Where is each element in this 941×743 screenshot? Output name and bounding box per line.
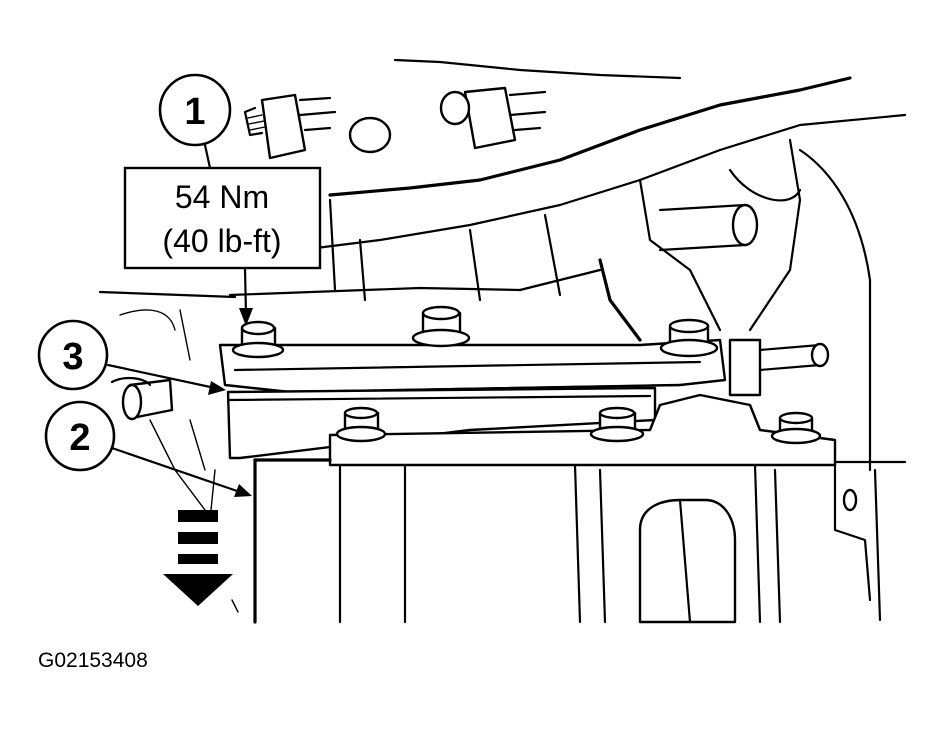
- case-bolt-far-right: [770, 411, 822, 445]
- callout-1: 1: [158, 73, 232, 147]
- figure-id: G02153408: [38, 649, 148, 672]
- torque-spec-box: 54 Nm (40 lb-ft): [123, 166, 322, 270]
- bolt-center: [411, 305, 471, 348]
- leader-lines: [106, 143, 253, 497]
- callout-1-label: 1: [184, 91, 205, 133]
- bracket-bolts: [231, 305, 719, 359]
- torque-spec-imperial: (40 lb-ft): [162, 223, 281, 259]
- callout-3: 3: [37, 319, 109, 391]
- case-bolt-left: [335, 406, 387, 443]
- bolt-right: [659, 318, 719, 358]
- case-bolt-right: [589, 406, 645, 443]
- tube-fitting: [658, 203, 830, 397]
- transmission-case: [253, 393, 907, 624]
- engine-body-outline: [98, 58, 907, 613]
- torque-spec-metric: 54 Nm: [175, 179, 269, 215]
- callout-3-label: 3: [62, 336, 83, 378]
- side-bolt: [110, 376, 174, 421]
- upper-studs: [243, 86, 547, 160]
- callout-2: 2: [44, 400, 116, 472]
- callout-2-label: 2: [69, 417, 90, 459]
- bolt-left: [231, 320, 285, 359]
- down-arrow-icon: [163, 510, 233, 606]
